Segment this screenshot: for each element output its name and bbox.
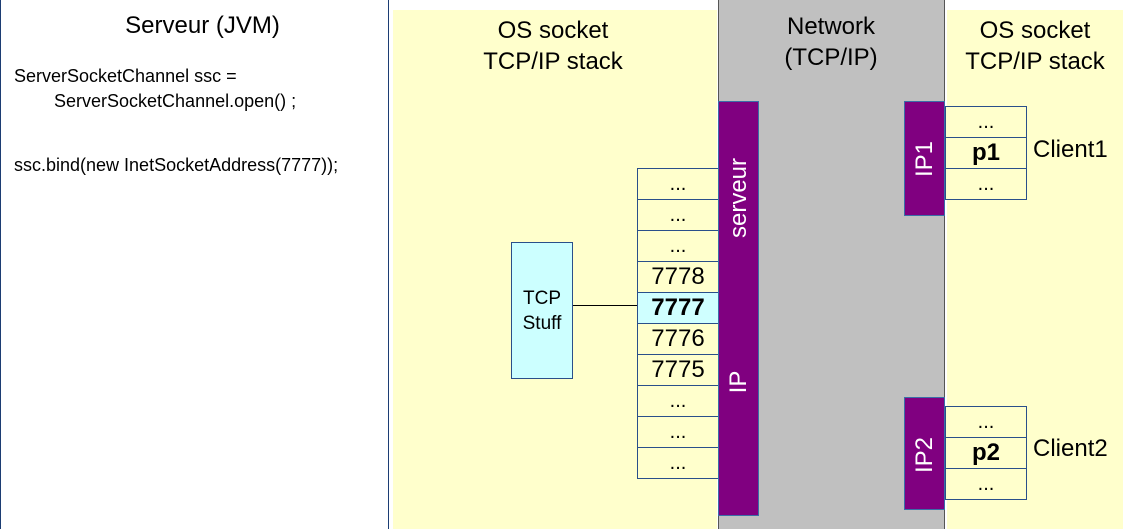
network-title-2: (TCP/IP) [784, 44, 878, 71]
client2-label: Client2 [1033, 435, 1108, 462]
code-line-1: ServerSocketChannel ssc = [14, 66, 237, 86]
server-port-cell-5: 7776 [637, 323, 719, 355]
server-os-title-2: TCP/IP stack [483, 48, 623, 75]
client2-ip-label: IP2 [911, 436, 938, 474]
client-os-title-2: TCP/IP stack [965, 48, 1105, 75]
server-port-cell-7: ... [637, 385, 719, 417]
client1-ip-bar [904, 101, 945, 216]
client1-label: Client1 [1033, 136, 1108, 163]
server-port-cell-0: ... [637, 168, 719, 200]
network-title-1: Network [786, 13, 876, 40]
jvm-title: Serveur (JVM) [125, 12, 280, 39]
server-os-title-1: OS socket [497, 17, 609, 44]
server-ip-bar [718, 101, 759, 516]
tcp-stuff-label-2: Stuff [522, 313, 562, 334]
server-port-cell-3: 7778 [637, 261, 719, 293]
client1-port-cell-0: ... [945, 106, 1027, 138]
server-port-cell-8: ... [637, 416, 719, 448]
client2-port-cell-0: ... [945, 406, 1027, 438]
code-line-2: ServerSocketChannel.open() ; [14, 91, 297, 111]
client1-ip-label: IP1 [911, 140, 938, 178]
server-port-cell-1: ... [637, 199, 719, 231]
client1-port-cell-1: p1 [945, 137, 1027, 169]
client-os-title-1: OS socket [979, 17, 1091, 44]
client2-ip-bar [904, 397, 945, 510]
tcp-stuff-label-1: TCP [523, 288, 561, 309]
server-ip-label: IP [725, 370, 752, 394]
jvm-panel [0, 0, 389, 529]
server-bar-label: serveur [725, 157, 752, 239]
client1-port-cell-2: ... [945, 168, 1027, 200]
client2-port-cell-1: p2 [945, 437, 1027, 469]
server-port-cell-2: ... [637, 230, 719, 262]
client2-port-cell-2: ... [945, 468, 1027, 500]
tcp-to-port-connector [573, 305, 638, 306]
server-port-cell-9: ... [637, 447, 719, 479]
server-port-cell-4: 7777 [637, 292, 719, 324]
code-line-3: ssc.bind(new InetSocketAddress(7777)); [14, 155, 339, 175]
tcp-stuff-box: TCP Stuff [511, 242, 573, 379]
server-port-cell-6: 7775 [637, 354, 719, 386]
